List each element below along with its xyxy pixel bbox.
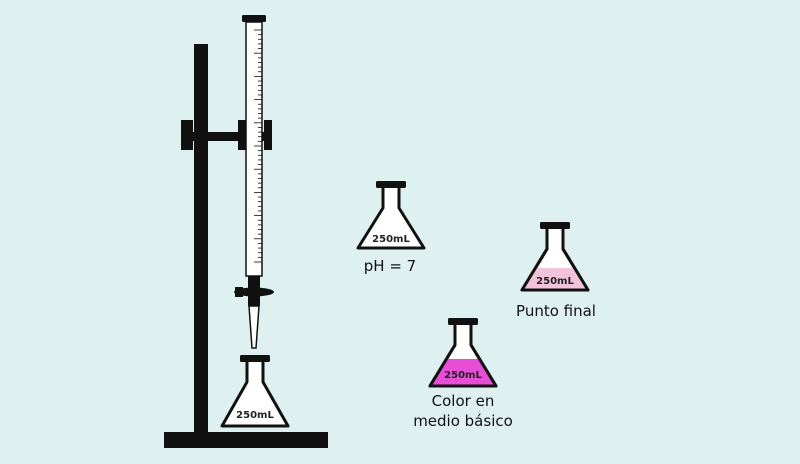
burette-cap [242,15,266,22]
flask-under-burette: 250mL [220,355,290,428]
flask-rim [240,355,270,362]
clamp-jaw-right [264,120,272,150]
burette-tip [248,305,260,349]
flask-body [356,188,426,250]
burette-graduations [254,29,262,263]
burette [234,15,274,349]
flask-basic: 250mL [428,318,498,388]
label-basic-line1: Color en [431,392,495,410]
stand-rod [194,44,208,434]
stand-base [164,432,328,448]
retort-stand [164,44,328,448]
flask-liquid [522,268,588,290]
flask-volume-label: 250mL [236,410,274,421]
flask-endpoint: 250mL [520,222,590,292]
clamp-jaw-left [238,120,246,150]
flask-rim [540,222,570,229]
label-endpoint: Punto final [516,302,596,320]
flask-rim [448,318,478,325]
label-neutral: pH = 7 [363,257,417,275]
flask-volume-label: 250mL [536,276,574,287]
flask-body [220,362,290,428]
clamp-bar [181,132,267,141]
clamp-left-knob [181,120,193,150]
flask-rim [376,181,406,188]
stopcock-valve [234,287,274,297]
burette-tube [245,21,263,277]
stopcock-handle [235,287,243,297]
flask-volume-label: 250mL [372,234,410,245]
label-basic-line2: medio básico [413,412,513,430]
flask-volume-label: 250mL [444,370,482,381]
flask-neutral: 250mL [356,181,426,250]
